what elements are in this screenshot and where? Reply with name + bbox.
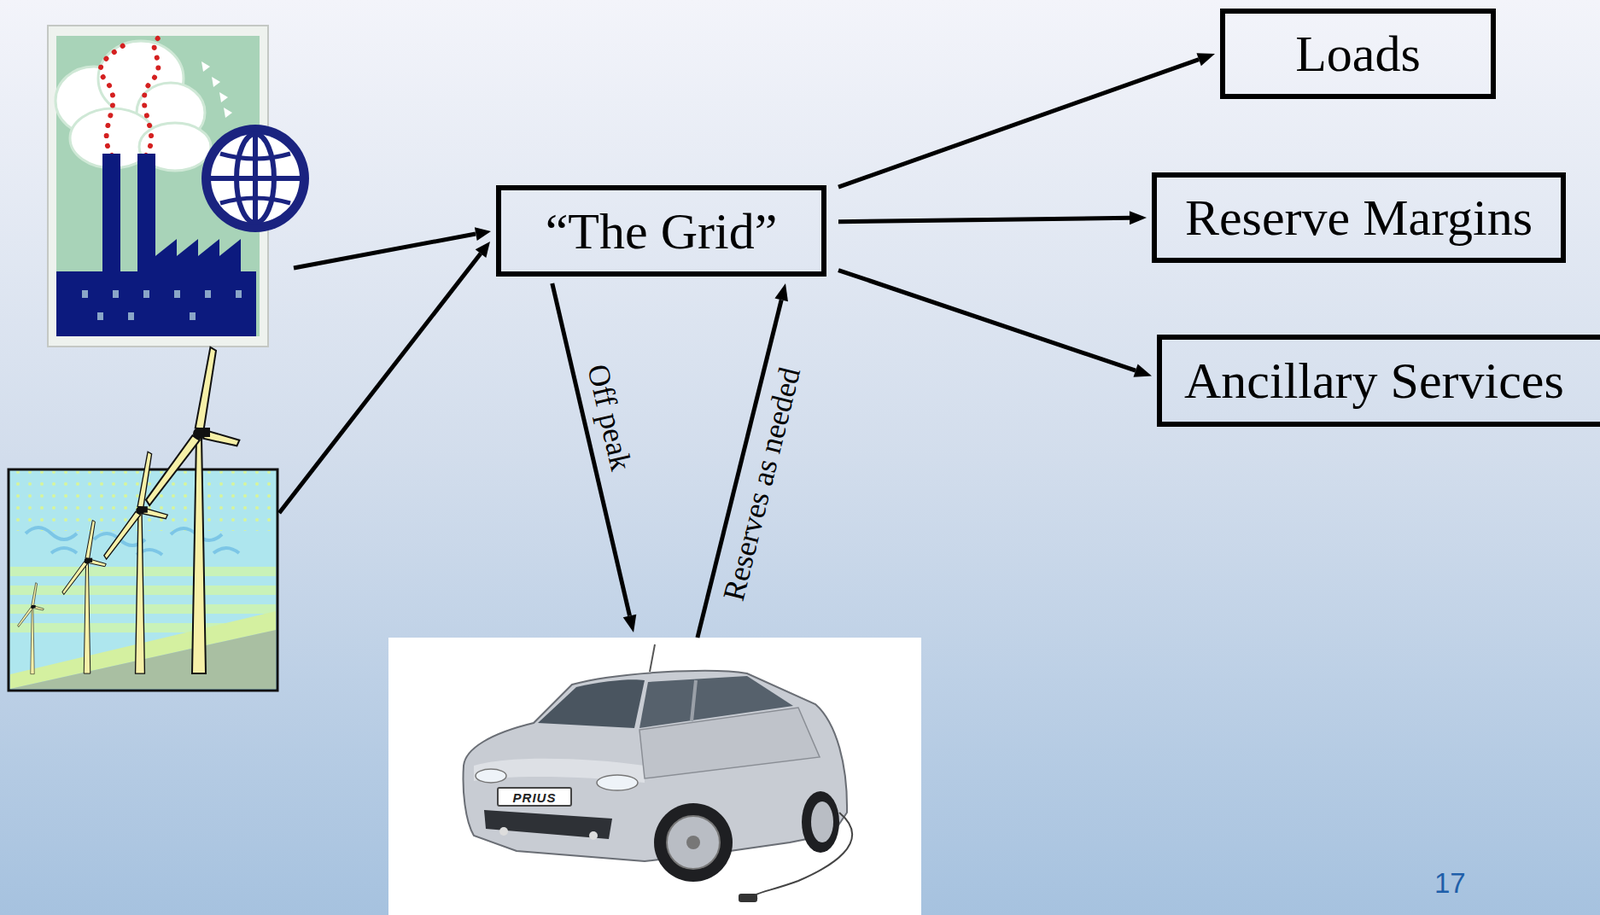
wind-farm-illustration <box>8 346 278 691</box>
illustration-part <box>499 827 509 836</box>
edge-label: Reserves as needed <box>718 364 806 604</box>
loads-box: Loads <box>1220 8 1496 100</box>
illustration-part <box>654 803 733 882</box>
illustration-part <box>189 312 196 321</box>
illustration-part <box>484 810 613 840</box>
illustration-part <box>537 679 645 729</box>
illustration-part <box>463 671 848 862</box>
illustration-part <box>61 519 107 674</box>
illustration-part <box>589 831 598 841</box>
edge-label: Off peak <box>582 361 637 473</box>
car-illustration <box>388 637 922 915</box>
connector-line <box>838 217 1130 222</box>
illustration-part <box>17 582 44 674</box>
illustration-part <box>102 153 121 274</box>
illustration-part <box>97 312 104 321</box>
box-text: Reserve Margins <box>1185 189 1533 246</box>
illustration-part <box>174 290 181 298</box>
illustration-part <box>81 290 88 298</box>
illustration-part <box>235 290 242 298</box>
illustration-part <box>100 40 129 156</box>
illustration-part <box>811 801 834 843</box>
illustration-part <box>691 680 696 722</box>
arrow-head <box>1129 210 1147 225</box>
illustration-part <box>475 241 491 258</box>
box-text: Loads <box>1295 25 1421 82</box>
illustration-part <box>220 153 291 159</box>
arrow-head <box>774 283 789 302</box>
illustration-part <box>738 893 758 903</box>
illustration-part <box>144 37 159 156</box>
box-text: “The Grid” <box>545 203 778 260</box>
illustration-part <box>210 175 300 182</box>
illustration-part <box>596 775 638 791</box>
supply-arrows <box>279 227 491 514</box>
connector-line <box>838 59 1199 187</box>
arrow-head <box>1196 52 1215 66</box>
connector-line <box>838 270 1136 372</box>
illustration-part <box>497 788 572 806</box>
illustration-part <box>112 290 119 298</box>
illustration-part <box>754 812 853 900</box>
illustration-part <box>639 707 820 779</box>
illustration-part <box>204 290 211 298</box>
plate-text: PRIUS <box>513 791 557 805</box>
illustration-part <box>279 253 481 514</box>
illustration-part <box>201 124 310 233</box>
reserve-box: Reserve Margins <box>1151 172 1566 263</box>
page-number: 17 <box>1434 869 1466 898</box>
illustration-part <box>143 290 150 298</box>
arrow-head <box>623 614 637 633</box>
illustration-part <box>25 527 240 555</box>
globe-icon <box>201 124 310 233</box>
box-text: Ancillary Services <box>1184 352 1565 409</box>
illustration-part <box>223 107 233 118</box>
illustration-part <box>475 769 507 783</box>
car-node: PRIUS <box>388 637 922 915</box>
factory-illustration <box>47 25 310 347</box>
illustration-part <box>388 637 922 915</box>
illustration-part <box>128 312 135 321</box>
illustration-part <box>220 198 291 204</box>
illustration-part <box>474 227 491 241</box>
illustration-part <box>201 61 211 72</box>
illustration-part <box>649 644 655 672</box>
grid-box: “The Grid” <box>496 185 827 277</box>
illustration-part <box>210 134 300 223</box>
illustration-part <box>56 239 257 337</box>
illustration-part <box>801 791 840 853</box>
illustration-part <box>137 153 156 274</box>
illustration-part <box>219 92 228 103</box>
illustration-part <box>144 346 240 674</box>
ancillary-box: Ancillary Services <box>1156 334 1600 427</box>
illustration-part <box>666 816 720 870</box>
illustration-part <box>211 76 221 88</box>
arrow-head <box>1132 364 1152 378</box>
illustration-part <box>686 835 701 850</box>
illustration-part <box>293 233 476 269</box>
